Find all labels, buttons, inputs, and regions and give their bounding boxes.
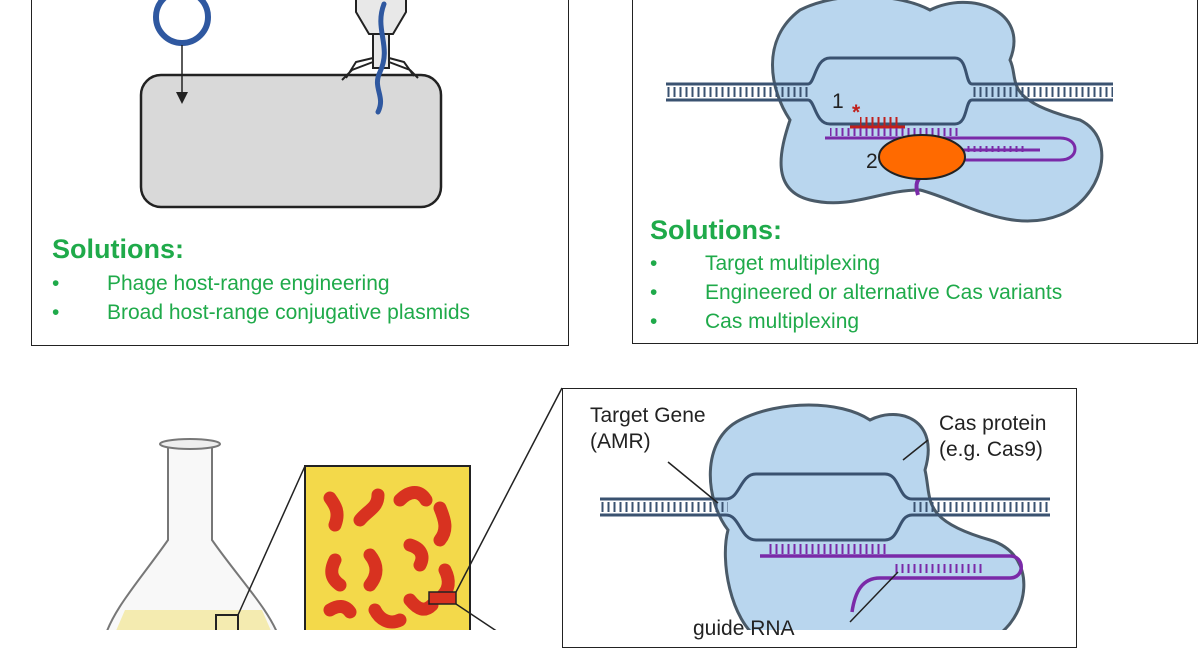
cas-protein-label: Cas protein (e.g. Cas9) [939,412,1047,461]
cas-protein-shape-right [771,0,1104,223]
flask-sample-marker [215,614,239,630]
culture-zoom-box [304,387,563,630]
marker-label-1: 1 [832,90,844,113]
dna-right-right [970,87,1113,97]
left-solutions-title: Solutions: [52,234,184,264]
target-gene-label: Target Gene (AMR) [590,404,706,453]
list-item: •Cas multiplexing [650,307,1062,336]
bullet-icon: • [52,272,60,295]
guide-rna-leader [849,571,899,623]
resistance-challenge-panel [632,0,1198,344]
right-solutions-list: •Target multiplexing •Engineered or alte… [650,249,1062,336]
dna-top-strand-bubble-zoom [725,472,913,501]
guide-rna-label: guide RNA [693,617,795,640]
right-solutions-title: Solutions: [650,215,782,245]
target-gene-leader [667,461,719,504]
phage-legs [341,57,419,81]
flask-body [106,443,277,630]
cas-complex-zoom [600,403,1050,630]
culture-flask [106,438,306,630]
dna-top-strand-bubble-right [807,56,973,86]
phage-dna [374,1,387,115]
guide-rna-ladder-right [830,128,960,136]
bacterium-sample-marker [428,591,457,605]
delivery-challenge-panel [31,0,569,346]
bullet-icon: • [52,301,60,324]
bullet-icon: • [650,252,658,275]
bacterial-cell-diagram [139,0,443,209]
cas-protein-shape-zoom [708,403,1026,630]
dna-bottom-strand-bubble-zoom [725,513,913,542]
guide-rna-ladder-zoom [768,544,886,554]
dna-right-zoom [912,502,1050,512]
marker-label-2: 2 [866,150,878,173]
bullet-icon: • [650,310,658,333]
list-item: •Target multiplexing [650,249,1062,278]
host-cell [139,73,443,209]
cas-complex-right [666,0,1113,223]
bacteria-cells [323,486,455,629]
phage-icon [341,0,419,115]
list-item: •Broad host-range conjugative plasmids [52,298,470,327]
mutation-asterisk: * [852,101,861,124]
cas-protein-leader [902,439,929,461]
illustration-layer [106,0,1113,630]
guide-rna-zoom [760,554,1023,613]
dna-left-zoom [600,502,728,512]
list-item: •Engineered or alternative Cas variants [650,278,1062,307]
plasmid-icon [153,0,211,46]
dna-left-right [666,87,811,97]
bullet-icon: • [650,281,658,304]
cas-variant-oval [878,134,966,180]
left-solutions-list: •Phage host-range engineering •Broad hos… [52,269,470,327]
list-item: •Phage host-range engineering [52,269,470,298]
